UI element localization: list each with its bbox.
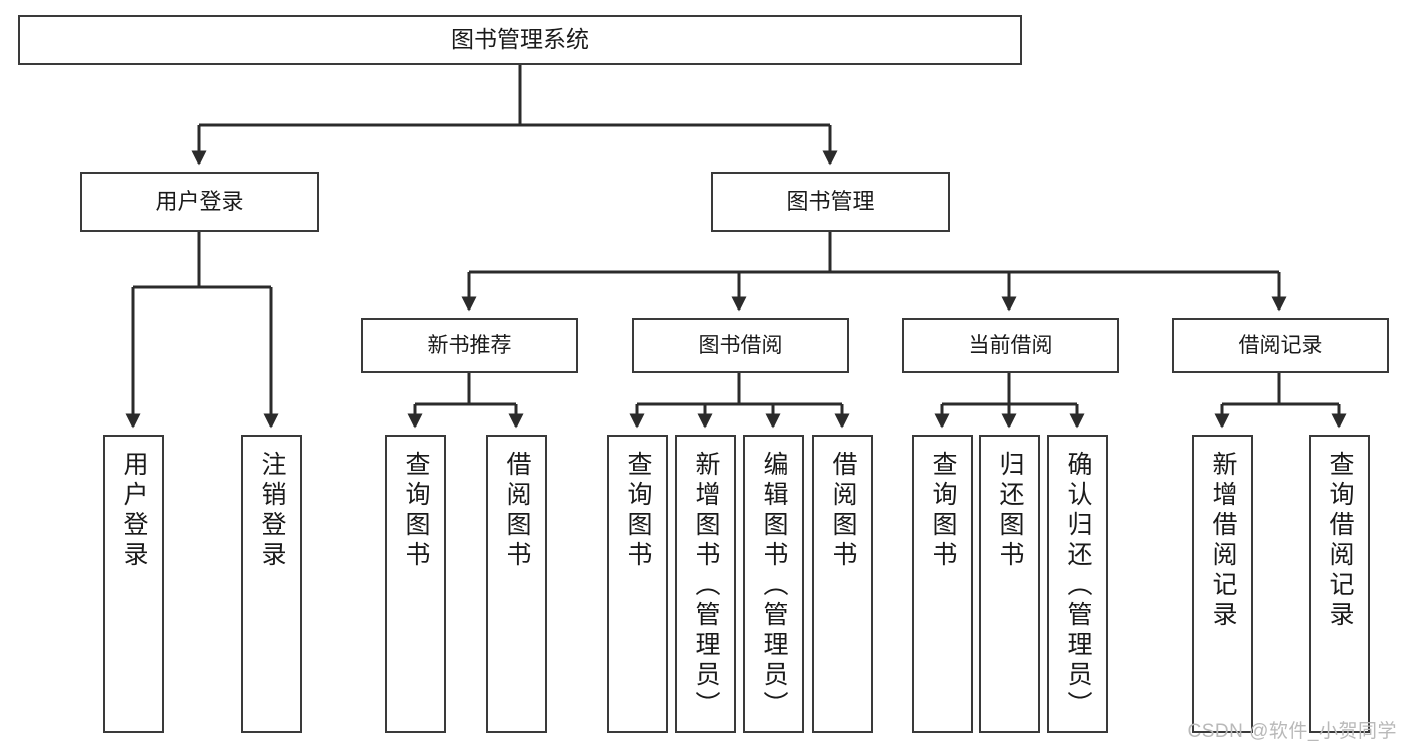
node-label: 用户登录 <box>120 451 148 571</box>
node-label: 借阅图书 <box>503 451 531 571</box>
node-leaf-query-book-1[interactable]: 查询图书 <box>385 435 446 733</box>
node-leaf-query-book-2[interactable]: 查询图书 <box>607 435 668 733</box>
node-label: 当前借阅 <box>968 333 1053 357</box>
node-root-system[interactable]: 图书管理系统 <box>18 15 1022 65</box>
node-label: 用户登录 <box>155 188 244 214</box>
node-label: 查询图书 <box>402 451 430 571</box>
node-label: 查询图书 <box>624 451 652 571</box>
node-leaf-user-login[interactable]: 用户登录 <box>103 435 164 733</box>
node-leaf-add-record[interactable]: 新增借阅记录 <box>1192 435 1253 733</box>
node-label: 新增图书（管理员） <box>692 451 720 721</box>
node-label: 确认归还（管理员） <box>1064 451 1092 721</box>
node-leaf-logout[interactable]: 注销登录 <box>241 435 302 733</box>
node-label: 新书推荐 <box>427 333 512 357</box>
node-label: 注销登录 <box>258 451 286 571</box>
node-leaf-return-book[interactable]: 归还图书 <box>979 435 1040 733</box>
node-label: 借阅图书 <box>829 451 857 571</box>
node-user-login[interactable]: 用户登录 <box>80 172 319 232</box>
node-label: 查询图书 <box>929 451 957 571</box>
node-label: 编辑图书（管理员） <box>760 451 788 721</box>
node-label: 图书借阅 <box>698 333 783 357</box>
node-leaf-edit-book[interactable]: 编辑图书（管理员） <box>743 435 804 733</box>
node-book-manage[interactable]: 图书管理 <box>711 172 950 232</box>
node-new-book-rec[interactable]: 新书推荐 <box>361 318 578 373</box>
node-label: 图书管理 <box>786 188 875 214</box>
node-leaf-confirm-return[interactable]: 确认归还（管理员） <box>1047 435 1108 733</box>
watermark-text: CSDN @软件_小贺同学 <box>1187 721 1397 742</box>
node-leaf-query-book-3[interactable]: 查询图书 <box>912 435 973 733</box>
node-current-borrow[interactable]: 当前借阅 <box>902 318 1119 373</box>
node-label: 图书管理系统 <box>451 26 589 53</box>
node-label: 归还图书 <box>996 451 1024 571</box>
node-leaf-add-book[interactable]: 新增图书（管理员） <box>675 435 736 733</box>
node-label: 查询借阅记录 <box>1326 451 1354 631</box>
node-book-borrow[interactable]: 图书借阅 <box>632 318 849 373</box>
node-leaf-borrow-book-2[interactable]: 借阅图书 <box>812 435 873 733</box>
node-label: 借阅记录 <box>1238 333 1323 357</box>
node-borrow-record[interactable]: 借阅记录 <box>1172 318 1389 373</box>
node-leaf-borrow-book-1[interactable]: 借阅图书 <box>486 435 547 733</box>
node-label: 新增借阅记录 <box>1209 451 1237 631</box>
node-leaf-query-record[interactable]: 查询借阅记录 <box>1309 435 1370 733</box>
